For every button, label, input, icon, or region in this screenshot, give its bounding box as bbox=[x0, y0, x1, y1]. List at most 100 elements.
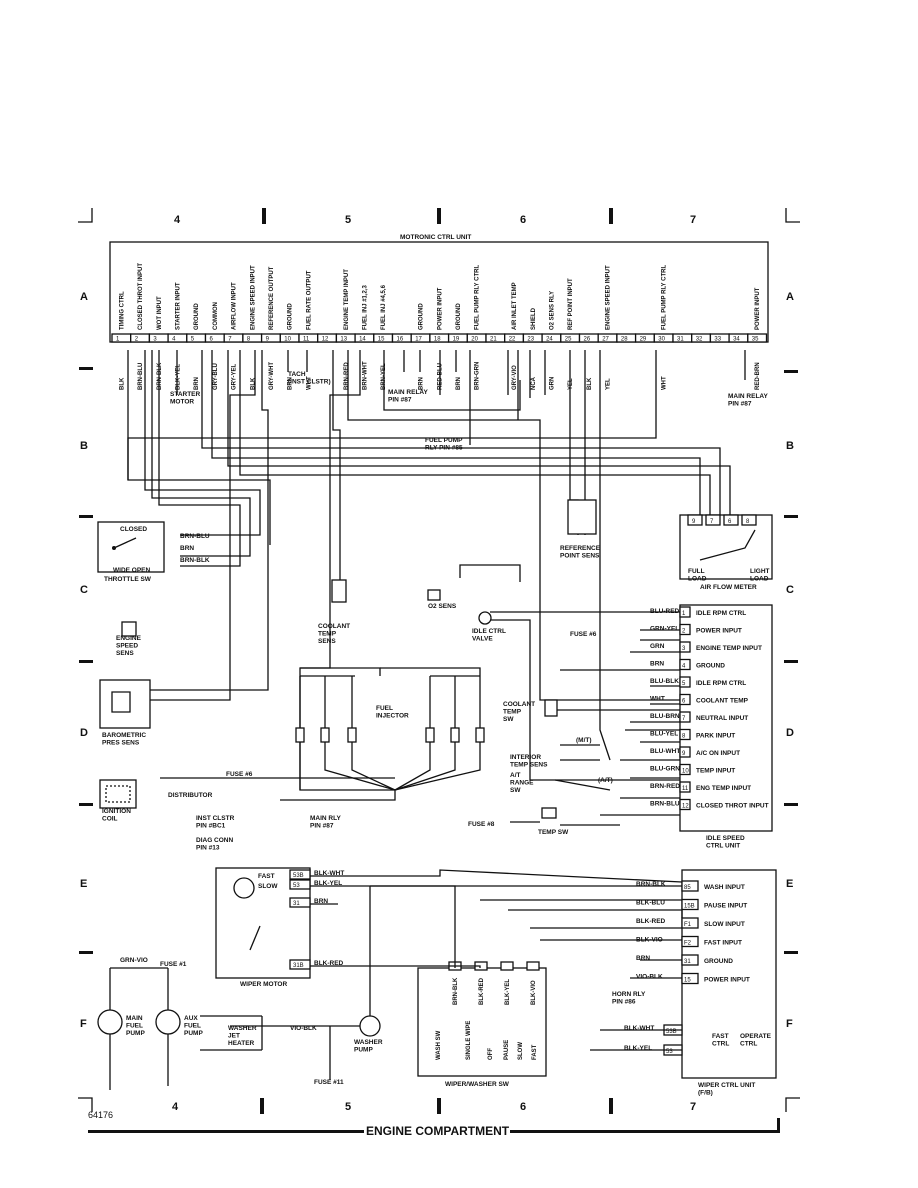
ecu-pin-number: 19 bbox=[453, 337, 460, 343]
isc-pin-cell bbox=[679, 676, 691, 688]
ecu-wire-color: GRN bbox=[549, 377, 555, 390]
main-fuel-pump-icon bbox=[97, 1009, 123, 1035]
isc-pin-label: POWER INPUT bbox=[696, 628, 742, 635]
wiper-ctrl-wire: VIO-BLK bbox=[636, 974, 663, 981]
ecu-wire-color: WHT bbox=[662, 376, 668, 390]
ecu-pin-number: 24 bbox=[546, 337, 553, 343]
wiper-fast-label: FAST bbox=[258, 873, 275, 880]
ecu-wire-color: BRN-BLK bbox=[157, 362, 163, 390]
throttle-wire-2: BRN bbox=[180, 545, 194, 552]
wiper-washer-pin-cell bbox=[526, 961, 540, 971]
ecu-wire-color: GRY-VIO bbox=[512, 365, 518, 390]
ecu-pin-cell bbox=[111, 333, 132, 343]
afm-pin-number: 8 bbox=[746, 519, 750, 525]
row-b-right: B bbox=[786, 440, 794, 452]
wiper-washer-wire: BLK-VIO bbox=[531, 980, 537, 1005]
wiper-motor-wire: BLK-YEL bbox=[314, 880, 342, 887]
wiper-slow-label: SLOW bbox=[258, 883, 278, 890]
afm-title: AIR FLOW METER bbox=[700, 584, 757, 591]
wiper-ctrl-pin-cell bbox=[681, 898, 699, 911]
ecu-pin-cell bbox=[186, 333, 207, 343]
ecu-wire-color: BRN bbox=[456, 377, 462, 390]
isc-wire-color: GRN-YEL bbox=[650, 626, 679, 633]
wiper-washer-position: OFF bbox=[488, 1048, 494, 1060]
wiper-motor-wire: BRN bbox=[314, 898, 328, 905]
isc-pin-cell bbox=[679, 623, 691, 636]
reference-point-sensor-icon bbox=[567, 499, 597, 535]
ecu-input-label: AIR INLET TEMP bbox=[512, 282, 518, 330]
injector-3-icon bbox=[347, 727, 357, 743]
row-e-right: E bbox=[786, 878, 793, 890]
ecu-wire-color: RED-BRN bbox=[755, 362, 761, 390]
ecu-pin-number: 31 bbox=[677, 337, 684, 343]
ecu-pin-number: 2 bbox=[135, 337, 139, 343]
ecu-input-label: CLOSED THROT INPUT bbox=[138, 263, 144, 330]
idle-ctrl-valve-icon bbox=[478, 611, 492, 625]
afm-pin-cell bbox=[687, 514, 703, 526]
ignition-coil bbox=[99, 779, 137, 809]
throttle-wire-1: BRN-BLU bbox=[180, 533, 210, 540]
wiper-ctrl-wire: BRN bbox=[636, 955, 650, 962]
ecu-pin-number: 3 bbox=[153, 337, 157, 343]
wiper-ctrl-title: WIPER CTRL UNIT(F/B) bbox=[698, 1082, 755, 1097]
isc-pin-number: 10 bbox=[682, 769, 689, 775]
ecu-pin-cell bbox=[204, 333, 225, 343]
row-a-right: A bbox=[786, 291, 794, 303]
zone-col-6-bottom: 6 bbox=[520, 1101, 526, 1113]
wiper-ctrl-pin-label: FAST INPUT bbox=[704, 940, 742, 947]
isc-wire-color: BLU-BRN bbox=[650, 713, 680, 720]
ecu-pin-number: 27 bbox=[602, 337, 609, 343]
ecu-wire-color: WHT bbox=[306, 376, 312, 390]
temp-sw-label: TEMP SW bbox=[538, 829, 569, 836]
wiper-ctrl-pin-number: 31 bbox=[684, 959, 691, 965]
ecu-pin-number: 9 bbox=[266, 337, 270, 343]
throttle-switch: CLOSED WIDE OPEN THROTTLE SW BRN-BLU BRN… bbox=[97, 521, 210, 583]
ecu-input-label: POWER INPUT bbox=[755, 287, 761, 330]
row-d-right: D bbox=[786, 727, 794, 739]
vio-blk-label: VIO-BLK bbox=[290, 1025, 317, 1032]
isc-wire-color: BRN-BLU bbox=[650, 801, 680, 808]
isc-pin-label: CLOSED THROT INPUT bbox=[696, 803, 769, 810]
wiper-washer-wire: BLK-YEL bbox=[505, 979, 511, 1005]
ecu-pin-number: 5 bbox=[191, 337, 195, 343]
ecu-wire-color: BRN bbox=[419, 377, 425, 390]
wiper-ctrl-wire: BLK-BLU bbox=[636, 900, 665, 907]
afm-pin-number: 7 bbox=[710, 519, 714, 525]
ecu-wire-color: BRN-BLU bbox=[138, 363, 144, 390]
injector-5-icon bbox=[450, 727, 460, 743]
wiper-ctrl-pin-number: 15 bbox=[684, 978, 691, 984]
ecu-pin-number: 30 bbox=[658, 337, 665, 343]
ecu-input-label: REF POINT INPUT bbox=[568, 278, 574, 330]
ecu-pin-cell bbox=[148, 333, 169, 343]
wiper-motor-pin-number: 31B bbox=[293, 963, 304, 969]
ecu-wire-color: YEL bbox=[606, 378, 612, 390]
mt-label: (M/T) bbox=[576, 737, 592, 744]
isc-wire-color: BLU-YEL bbox=[650, 731, 678, 738]
harness-wires bbox=[127, 350, 746, 826]
isc-pin-label: A/C ON INPUT bbox=[696, 750, 740, 757]
isc-pin-cell bbox=[679, 728, 691, 741]
isc-wire-color: BLU-WHT bbox=[650, 748, 680, 755]
wiper-motor-wire: BLK-WHT bbox=[314, 870, 344, 877]
isc-wire-color: BLU-GRN bbox=[650, 766, 680, 773]
ecu-pin-number: 8 bbox=[247, 337, 251, 343]
isc-wire-color: BRN bbox=[650, 661, 664, 668]
ecu-input-label: WOT INPUT bbox=[157, 296, 163, 330]
coolant-temp-switch-icon bbox=[544, 699, 558, 717]
wiper-ctrl-bottom-pin: 53 bbox=[666, 1049, 673, 1055]
isc-pin-label: ENGINE TEMP INPUT bbox=[696, 645, 762, 652]
isc-pin-number: 3 bbox=[682, 646, 686, 652]
o2-sens-label: O2 SENS bbox=[428, 603, 457, 610]
